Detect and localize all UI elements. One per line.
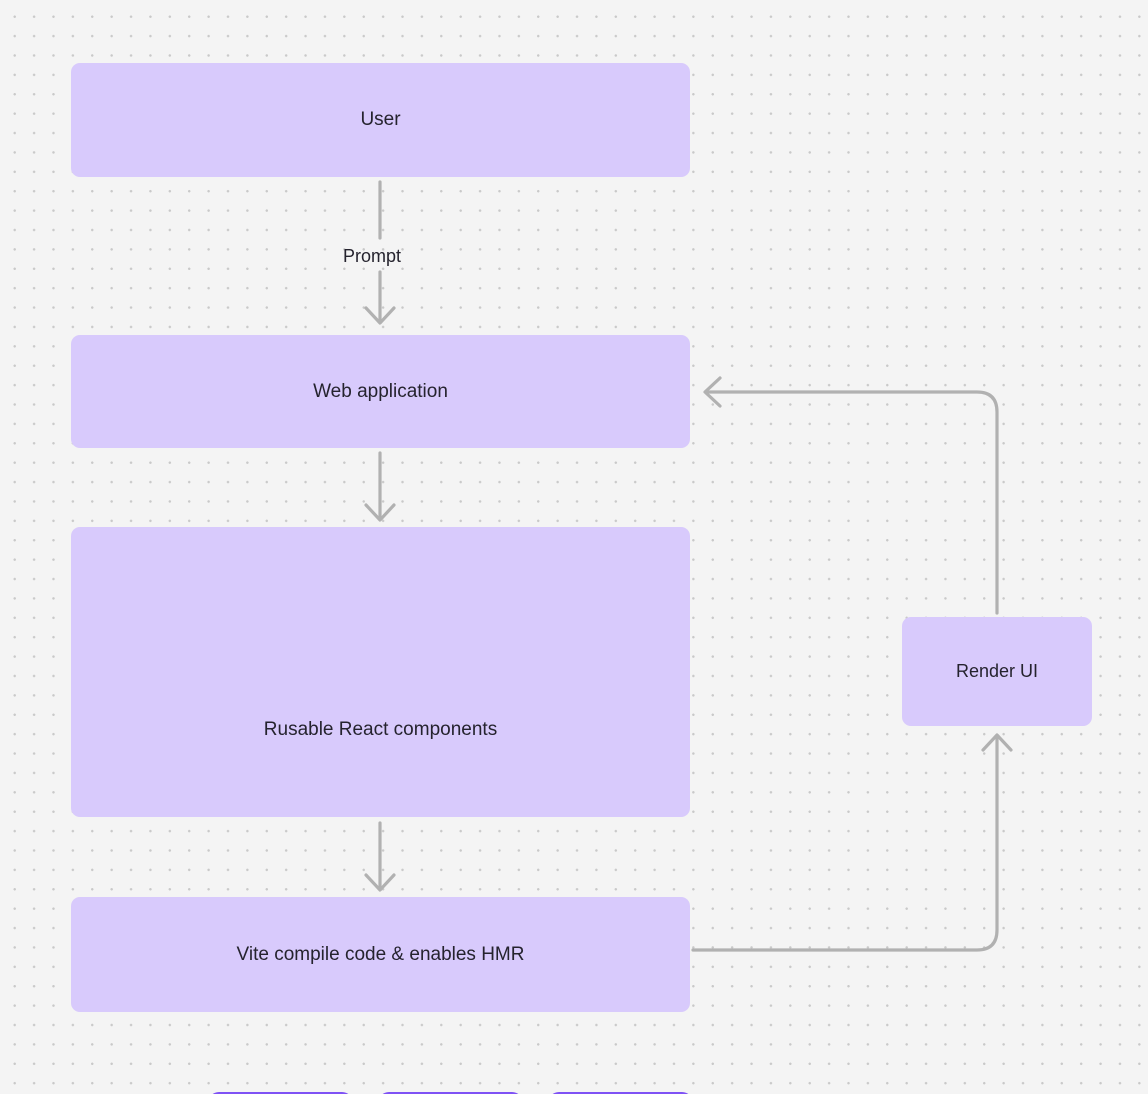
node-vite[interactable]: Vite compile code & enables HMR (71, 897, 690, 1012)
node-user[interactable]: User (71, 63, 690, 177)
node-vite-label: Vite compile code & enables HMR (236, 943, 525, 965)
node-css[interactable]: CSS = Styles & Layouts (378, 1092, 523, 1094)
node-javascript[interactable]: Javascript = Interactivity (548, 1092, 693, 1094)
node-html[interactable]: HTML = structure (208, 1092, 353, 1094)
node-render-ui[interactable]: Render UI (902, 617, 1092, 726)
edge-render-to-webapp (703, 376, 999, 615)
edge-components-to-vite (364, 821, 396, 892)
node-user-label: User (360, 109, 401, 131)
node-web-application[interactable]: Web application (71, 335, 690, 448)
node-render-ui-label: Render UI (955, 660, 1039, 681)
node-web-application-label: Web application (313, 380, 448, 402)
edge-vite-to-render (691, 733, 1013, 952)
edge-webapp-to-components (364, 451, 396, 522)
node-react-components-caption: Rusable React components (263, 719, 498, 740)
edge-label-prompt: Prompt (343, 246, 402, 266)
node-react-components-group[interactable]: HTML = structure CSS = Styles & Layouts … (71, 527, 693, 1094)
